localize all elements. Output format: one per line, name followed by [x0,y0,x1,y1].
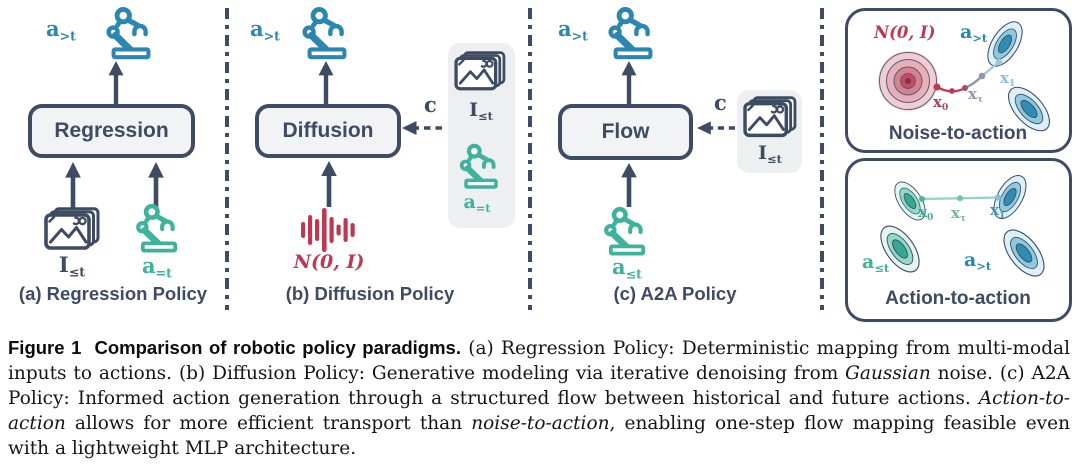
action-to-action-caption: Action-to-action [885,288,1031,309]
arrow-up-icon [618,163,640,207]
diffusion-box-label: Diffusion [282,119,374,142]
xtau-label: xτ [968,85,984,106]
panel-a-output-action-label: a>t [46,16,76,44]
xtau-label: xτ [951,204,967,225]
panel-divider [528,8,532,310]
robot-arm-icon [132,202,186,256]
panel-b-condition-label: c [424,92,437,117]
panel-c-caption: (c) A2A Policy [613,283,737,304]
panel-b-caption: (b) Diffusion Policy [285,283,455,304]
noise-to-action-panel: N(0, I) a>t x0 xτ x1 Noise-to-action [845,8,1072,153]
diffusion-box: Diffusion [255,104,401,158]
noise-to-action-caption: Noise-to-action [888,123,1028,144]
robot-arm-icon [604,5,662,63]
flow-box: Flow [558,104,693,160]
robot-arm-icon [298,5,356,63]
noise-waveform-icon [301,208,355,252]
x1-label: x1 [990,201,1006,222]
past-action-label: a≤t [862,251,890,275]
image-stack-icon [743,96,797,138]
panel-divider [820,8,824,310]
x0-label: x0 [918,203,934,224]
panel-b-image-label: I≤t [469,99,493,123]
flow-box-label: Flow [601,120,650,143]
arrow-up-icon [62,162,84,210]
arrow-up-icon [318,161,340,207]
panel-b-action-label: a=t [463,191,491,215]
blue-action-distribution-icon [995,222,1053,284]
image-stack-icon [44,207,100,250]
regression-box-label: Regression [54,119,169,142]
robot-arm-icon [102,5,160,63]
action-to-action-diagram [872,169,1053,284]
robot-arm-icon [456,142,506,192]
panel-b-output-action-label: a>t [250,16,280,44]
figure-caption: Figure 1 Comparison of robotic policy pa… [8,337,1070,459]
panel-c-image-label: I≤t [758,142,782,166]
arrow-up-icon [315,61,337,105]
dashed-arrow-left-icon [697,120,735,136]
panel-c-condition-label: c [714,90,727,115]
panel-c-output-action-label: a>t [558,16,588,44]
dashed-arrow-left-icon [402,120,442,136]
x0-label: x0 [933,93,949,114]
panel-c-action-input-label: a≤t [612,254,642,282]
noise-gaussian-label: N(0, I) [874,23,936,42]
noise-panel-action-label: a>t [960,21,988,45]
gaussian-distribution-icon [877,50,939,112]
panel-a-action-input-label: a=t [142,253,172,281]
panel-a-caption: (a) Regression Policy [18,283,208,304]
action-to-action-panel: x0 xτ x1 a≤t a>t Action-to-action [845,158,1072,322]
robot-arm-icon [600,205,654,259]
noise-to-action-diagram [877,15,1058,139]
panel-a-image-input-label: I≤t [58,252,86,280]
panel-divider [225,8,229,310]
blue-action-distribution-icon [980,15,1030,73]
arrow-up-icon [105,61,127,105]
regression-box: Regression [28,104,195,158]
arrow-up-icon [618,61,640,105]
x1-label: x1 [1000,69,1016,90]
image-stack-icon [454,51,506,91]
future-action-label: a>t [964,249,992,273]
panel-b-noise-label: N(0, I) [293,251,365,273]
